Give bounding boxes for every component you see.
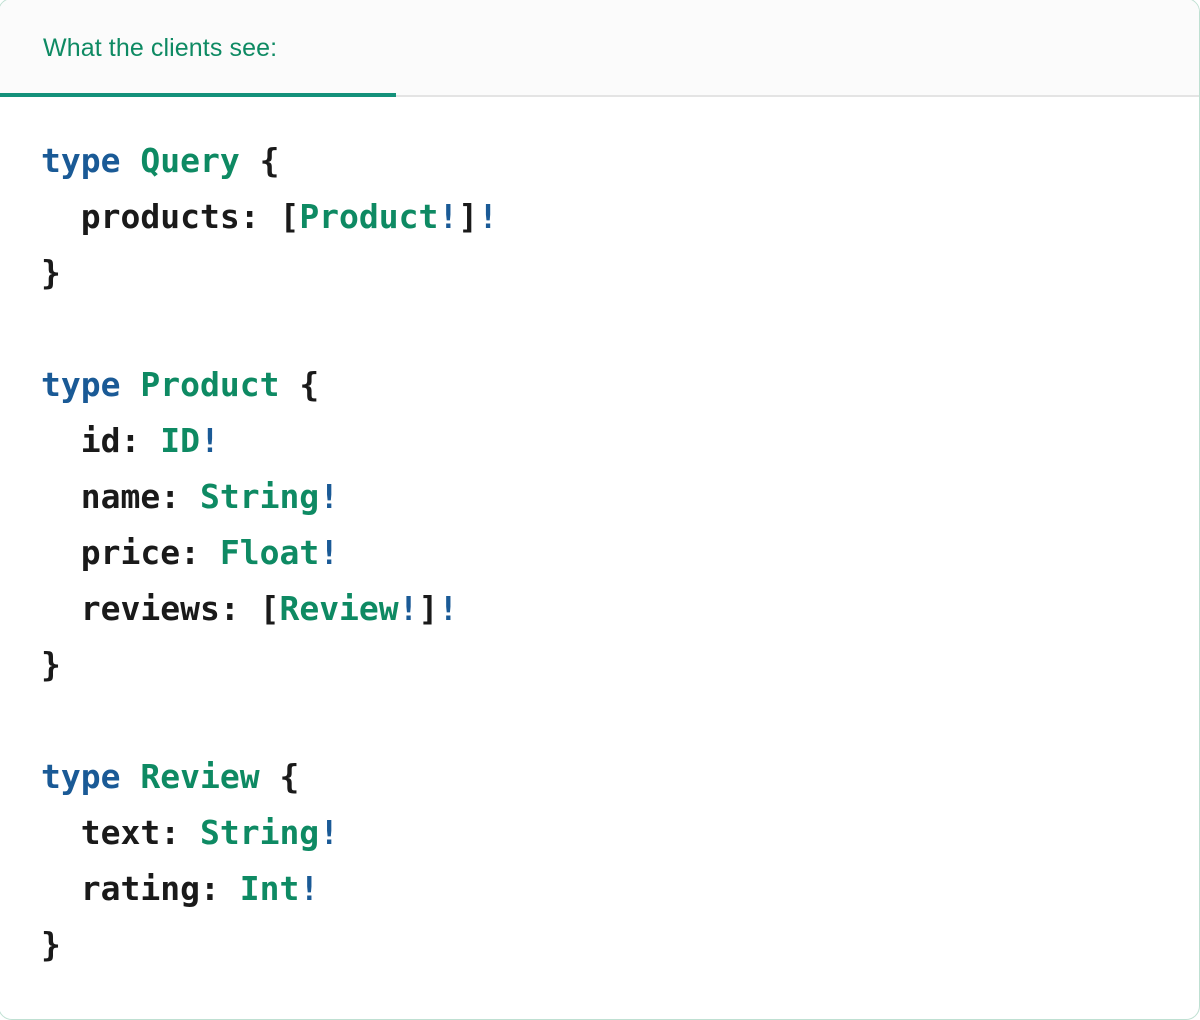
code-token: id: (80, 421, 141, 460)
code-token: { (279, 757, 300, 796)
code-token: ! (319, 477, 340, 516)
code-token: [ (259, 589, 280, 628)
code-token: products: (80, 197, 260, 236)
code-token: Product (140, 365, 280, 404)
code-token: type (41, 365, 121, 404)
code-token (180, 477, 200, 516)
code-token: ! (478, 197, 499, 236)
code-token: Review (279, 589, 399, 628)
code-token: type (41, 757, 121, 796)
code-token: { (259, 141, 280, 180)
code-token: ! (299, 869, 320, 908)
code-token: Review (140, 757, 260, 796)
code-token (279, 365, 299, 404)
code-token: ! (319, 533, 340, 572)
code-token: Float (219, 533, 320, 572)
code-token: [ (279, 197, 300, 236)
code-token: ! (398, 589, 419, 628)
code-token: name: (80, 477, 181, 516)
code-token: ! (438, 197, 459, 236)
code-token: type (41, 141, 121, 180)
code-token: Query (140, 141, 240, 180)
code-token (200, 533, 220, 572)
code-token: Int (239, 869, 300, 908)
graphql-schema-code[interactable]: type Query { products: [Product!]! } typ… (0, 97, 1199, 973)
tab-active-underline (0, 93, 396, 97)
code-token: ] (418, 589, 439, 628)
code-token: Product (299, 197, 439, 236)
tab-clients-view[interactable]: What the clients see: (0, 0, 396, 97)
code-token (140, 421, 160, 460)
tab-label: What the clients see: (43, 33, 278, 62)
code-area: type Query { products: [Product!]! } typ… (0, 97, 1199, 973)
code-token: rating: (80, 869, 220, 908)
code-token: } (41, 253, 61, 292)
code-token (120, 141, 140, 180)
code-token (260, 757, 280, 796)
code-token (260, 197, 280, 236)
code-token: reviews: (80, 589, 240, 628)
code-token: String (199, 813, 320, 852)
tab-bar: What the clients see: (0, 0, 1199, 97)
code-token: text: (80, 813, 181, 852)
code-token: } (41, 925, 61, 964)
code-token: ! (319, 813, 340, 852)
code-token: { (299, 365, 320, 404)
code-token: ] (458, 197, 479, 236)
code-token: ! (199, 421, 220, 460)
code-token (120, 757, 140, 796)
code-token: ! (438, 589, 459, 628)
code-token: String (199, 477, 320, 516)
code-token: ID (160, 421, 200, 460)
code-token: price: (80, 533, 200, 572)
code-token (240, 589, 260, 628)
code-token (240, 141, 260, 180)
code-token: } (41, 645, 61, 684)
code-token (220, 869, 240, 908)
code-token (120, 365, 140, 404)
code-token (180, 813, 200, 852)
